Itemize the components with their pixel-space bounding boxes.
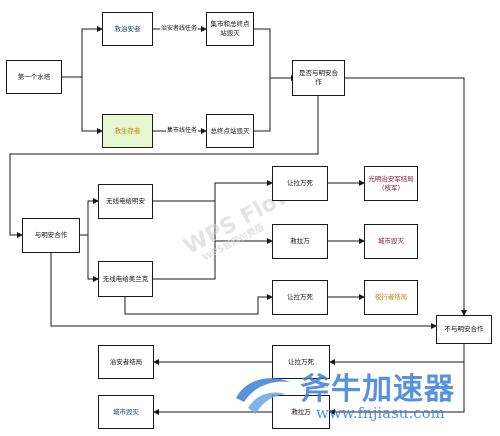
node-label: 与明安合作: [34, 231, 68, 240]
node-rescue-peacekeeper[interactable]: 救治安者: [102, 12, 153, 46]
node-label: 治安者结局: [109, 357, 143, 366]
node-label: 救治安者: [114, 24, 141, 33]
node-label: 让拉万死: [287, 293, 313, 302]
node-radio-to-mingan[interactable]: 无线电给明安: [98, 184, 153, 219]
node-ending-night-walker[interactable]: 夜行者结局: [364, 280, 418, 315]
node-ending-city-destroyed-2[interactable]: 城市毁灭: [98, 395, 154, 429]
node-save-lawan-1[interactable]: 救拉万: [272, 224, 328, 259]
node-label: 让拉万死: [287, 179, 313, 188]
node-label: 救生存者: [114, 126, 141, 135]
edge-cooperate-q-to-not-cooperate: [345, 77, 467, 316]
edge-label-peacekeeper-task: 治安者线任务: [160, 25, 199, 33]
node-label: 救拉万: [290, 237, 310, 246]
brand-logo-icon: [236, 378, 290, 414]
edge-not-cooperate-to-let-3: [329, 344, 465, 365]
node-label: 无线电给明安: [106, 197, 145, 206]
edge-cooperate-q-to-cooperate: [9, 96, 319, 238]
node-label: 总终点站毁灭: [210, 126, 250, 135]
node-let-lawan-die-2[interactable]: 让拉万死: [272, 280, 328, 315]
edge-water-to-survivor: [81, 77, 103, 134]
edge-water-to-peacekeeper: [62, 26, 103, 78]
node-let-lawan-die-1[interactable]: 让拉万死: [272, 166, 328, 201]
node-label: 光明治安军结局（核军）: [368, 174, 414, 192]
node-first-water-tower[interactable]: 第一个水塔: [6, 60, 62, 94]
brand-url: www.fnjiasu.com: [316, 404, 445, 422]
node-label: 是否与明安合作: [299, 69, 338, 86]
node-label: 城市毁灭: [378, 237, 404, 246]
edge-radio-mingan-to-let-1: [153, 180, 273, 202]
node-save-lawan-2[interactable]: 救拉万: [272, 395, 330, 429]
edge-not-cooperate-to-save-2: [329, 362, 465, 415]
node-label: 夜行者结局: [374, 293, 408, 302]
edge-label-gather-task: 集市线任务: [166, 127, 199, 135]
edge-radio-aixilan-to-save-1: [153, 241, 216, 280]
edge-terminal-to-cooperate-q: [254, 78, 271, 132]
node-label: 让拉万死: [288, 357, 314, 366]
node-cooperate-question[interactable]: 是否与明安合作: [292, 60, 345, 96]
node-ending-peacekeeper[interactable]: 治安者结局: [98, 345, 154, 379]
edge-gather-destroy-to-cooperate-q: [254, 28, 297, 81]
brand-name: 斧牛加速器: [300, 372, 455, 407]
node-label: 集市和总终点站毁灭: [210, 20, 250, 37]
node-ending-bright-peacekeeper[interactable]: 光明治安军结局（核军）: [364, 166, 418, 201]
node-label: 救拉万: [291, 407, 311, 416]
node-gather-and-terminal-destroy[interactable]: 集市和总终点站毁灭: [206, 12, 254, 46]
node-terminal-destroy[interactable]: 总终点站毁灭: [206, 114, 254, 148]
node-ending-city-destroyed-1[interactable]: 城市毁灭: [364, 224, 418, 259]
node-label: 无线电给奥兰克: [102, 274, 149, 283]
node-label: 不与明安合作: [444, 325, 484, 334]
node-cooperate-mingan[interactable]: 与明安合作: [22, 218, 80, 253]
edge-cooperate-loop: [50, 253, 437, 329]
node-radio-to-aixilan[interactable]: 无线电给奥兰克: [98, 261, 153, 297]
node-label: 城市毁灭: [113, 407, 139, 416]
node-rescue-survivor[interactable]: 救生存者: [102, 114, 153, 148]
node-not-cooperate[interactable]: 不与明安合作: [436, 315, 492, 344]
edge-cooperate-to-radio-aixilan: [87, 235, 99, 282]
node-let-lawan-die-3[interactable]: 让拉万死: [272, 345, 330, 379]
edge-cooperate-to-radio-mingan: [80, 198, 99, 236]
edge-radio-aixilan-to-let-2: [124, 294, 273, 315]
node-label: 第一个水塔: [17, 72, 51, 81]
